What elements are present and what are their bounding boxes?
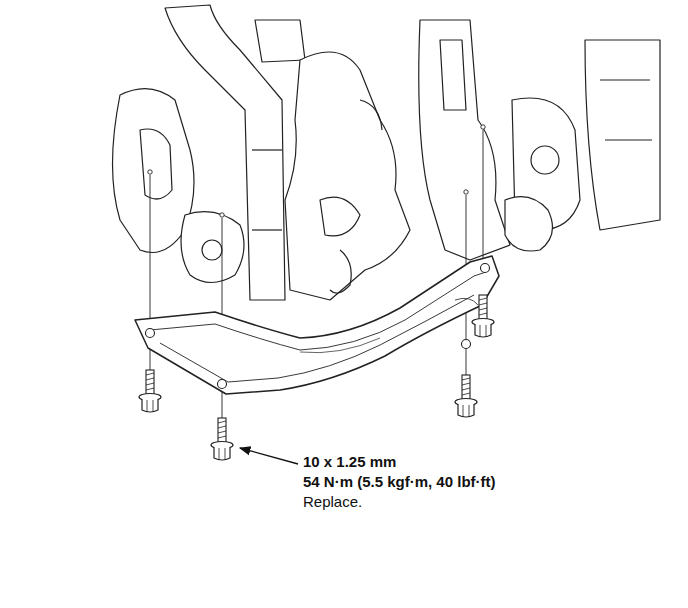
note-text: Replace.: [303, 493, 362, 511]
flange-bolts: [139, 295, 494, 460]
engine-background: [113, 5, 661, 300]
torque-spec: 10 x 1.25 mm: [303, 453, 396, 471]
stiffener-brace: [135, 256, 499, 394]
callout-arrow: [240, 448, 298, 464]
torque-spec: 54 N·m (5.5 kgf·m, 40 lbf·ft): [303, 473, 496, 491]
